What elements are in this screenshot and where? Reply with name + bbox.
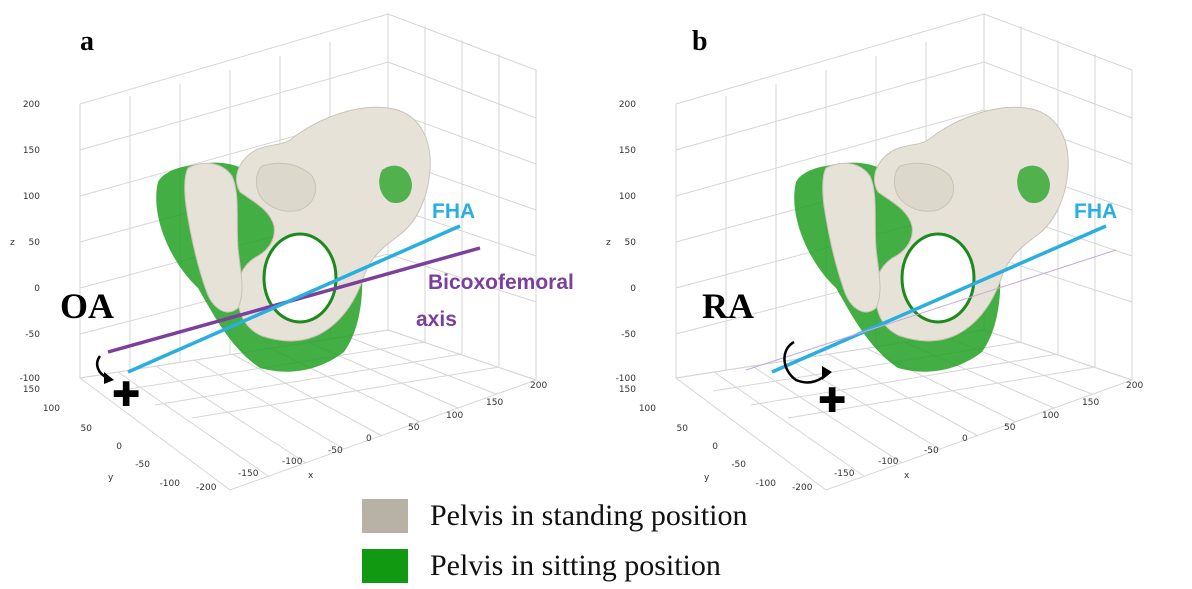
y-tick: 50: [81, 424, 93, 434]
z-tick: 150: [619, 146, 636, 156]
x-tick: -100: [878, 457, 899, 467]
y-tick: 150: [619, 385, 636, 395]
z-ticks-a: 200 150 100 50 0 -50 -100: [20, 100, 41, 384]
x-tick: 150: [486, 398, 503, 408]
pelvis-standing-bone-a: [184, 106, 431, 342]
x-tick: 0: [366, 434, 372, 444]
legend-label-sitting: Pelvis in sitting position: [430, 549, 721, 582]
fha-label: FHA: [432, 200, 475, 223]
panel-b: 200 150 100 50 0 -50 -100 z 150 100 50 0…: [596, 0, 1192, 500]
y-tick: -100: [160, 479, 181, 489]
x-tick: 100: [1042, 411, 1059, 421]
y-tick: -50: [135, 460, 150, 470]
x-tick: -200: [792, 483, 813, 493]
fha-line-b: [771, 224, 1107, 374]
z-tick: 150: [23, 146, 40, 156]
z-tick: -50: [621, 330, 636, 340]
z-axis-name: z: [10, 238, 15, 248]
legend-item-standing: Pelvis in standing position: [362, 496, 748, 536]
z-tick: 50: [29, 238, 41, 248]
z-tick: 50: [625, 238, 637, 248]
legend-swatch-sitting: [362, 549, 408, 583]
y-tick: -100: [756, 479, 777, 489]
z-tick: -100: [20, 374, 41, 384]
plus-icon: ✚: [818, 381, 847, 421]
fha-label: FHA: [1074, 200, 1117, 223]
z-tick: 0: [34, 284, 40, 294]
rotation-arrow-b: [783, 340, 829, 384]
plus-icon: ✚: [112, 375, 141, 415]
x-tick: -150: [238, 469, 259, 479]
bicoxofemoral-label-line1: Bicoxofemoral: [428, 271, 574, 294]
x-tick: 150: [1082, 398, 1099, 408]
z-tick: 200: [23, 100, 40, 110]
y-ticks-a: 150 100 50 0 -50 -100: [23, 385, 180, 489]
rotation-arrowhead-a: [104, 372, 114, 384]
x-tick: -200: [196, 483, 217, 493]
y-axis-name: y: [108, 473, 114, 483]
legend: Pelvis in standing position Pelvis in si…: [362, 496, 922, 586]
x-tick: 50: [408, 423, 420, 433]
y-tick: 0: [116, 442, 122, 452]
x-tick: -150: [834, 469, 855, 479]
x-tick: -50: [924, 446, 939, 456]
bicoxofemoral-label-line2: axis: [416, 308, 457, 331]
rotation-arrowhead-b: [822, 366, 832, 380]
pelvis-standing-bone-b: [822, 106, 1069, 342]
z-tick: 100: [23, 192, 40, 202]
x-axis-name: x: [904, 471, 910, 481]
plot-a-canvas: 200 150 100 50 0 -50 -100 z 150 100 50 0…: [10, 13, 574, 493]
x-ticks-b: -200 -150 -100 -50 0 50 100 150 200: [792, 381, 1143, 493]
z-tick: 200: [619, 100, 636, 110]
z-axis-name: z: [606, 238, 611, 248]
panel-a: 200 150 100 50 0 -50 -100 z 150 100 50 0…: [0, 0, 596, 500]
legend-item-sitting: Pelvis in sitting position: [362, 546, 721, 586]
z-tick: -100: [616, 374, 637, 384]
y-tick: 100: [43, 404, 60, 414]
x-tick: 50: [1004, 423, 1016, 433]
legend-label-standing: Pelvis in standing position: [430, 499, 748, 532]
panel-letter: b: [692, 26, 708, 57]
faint-axis-line-b: [745, 249, 1117, 371]
y-tick: 50: [677, 424, 689, 434]
x-tick: -50: [328, 446, 343, 456]
x-tick: 200: [1126, 381, 1143, 391]
y-tick: 0: [712, 442, 718, 452]
y-tick: -50: [731, 460, 746, 470]
z-ticks-b: 200 150 100 50 0 -50 -100: [616, 100, 637, 384]
x-tick: 0: [962, 434, 968, 444]
condition-label: OA: [60, 286, 114, 326]
y-tick: 100: [639, 404, 656, 414]
panel-letter: a: [80, 26, 94, 57]
y-tick: 150: [23, 385, 40, 395]
x-tick: 200: [530, 381, 547, 391]
x-tick: 100: [446, 411, 463, 421]
y-axis-name: y: [704, 473, 710, 483]
x-axis-name: x: [308, 471, 314, 481]
z-tick: -50: [25, 330, 40, 340]
condition-label: RA: [702, 286, 754, 326]
y-ticks-b: 150 100 50 0 -50 -100: [619, 385, 776, 489]
x-tick: -100: [282, 457, 303, 467]
z-tick: 100: [619, 192, 636, 202]
plot-b-canvas: 200 150 100 50 0 -50 -100 z 150 100 50 0…: [606, 13, 1143, 493]
fha-line-a: [127, 224, 461, 374]
legend-swatch-standing: [362, 499, 408, 533]
z-tick: 0: [630, 284, 636, 294]
x-ticks-a: -200 -150 -100 -50 0 50 100 150 200: [196, 381, 547, 493]
